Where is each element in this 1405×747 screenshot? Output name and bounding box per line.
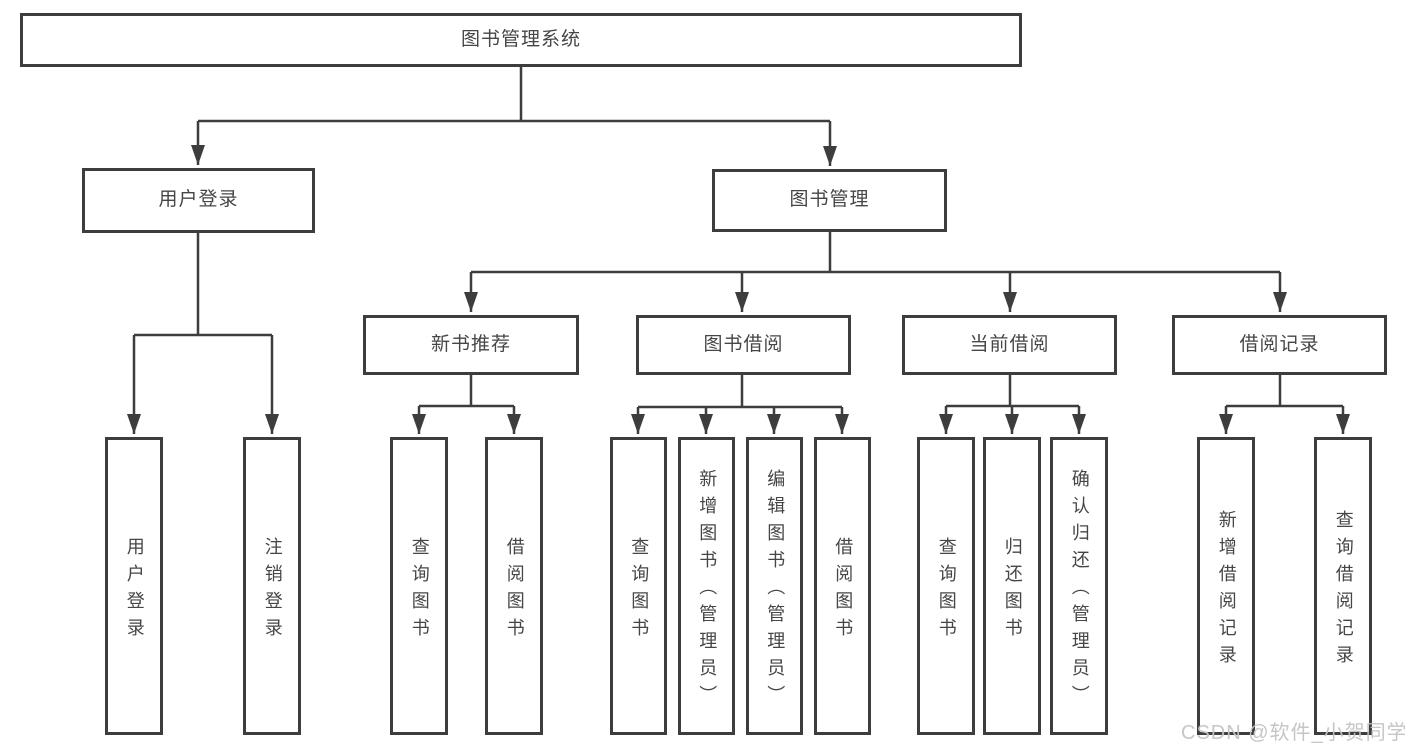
node-root: 图书管理系统	[20, 13, 1022, 67]
leaf-borrowing-query-books: 查询图书	[610, 437, 667, 735]
leaf-borrowing-edit-books-admin-label: 编辑图书（管理员）	[765, 469, 786, 712]
node-user-login-label: 用户登录	[158, 189, 239, 211]
leaf-user-login: 用户登录	[105, 437, 163, 735]
leaf-logout: 注销登录	[243, 437, 301, 735]
leaf-current-confirm-return-admin: 确认归还（管理员）	[1050, 437, 1108, 735]
leaf-borrowing-borrow-books: 借阅图书	[814, 437, 871, 735]
leaf-current-confirm-return-admin-label: 确认归还（管理员）	[1069, 469, 1090, 712]
leaf-current-query-books: 查询图书	[917, 437, 975, 735]
leaf-borrowing-query-books-label: 查询图书	[629, 536, 650, 645]
leaf-records-query-record: 查询借阅记录	[1314, 437, 1372, 735]
leaf-recommend-borrow-books: 借阅图书	[485, 437, 543, 735]
node-book-management-label: 图书管理	[789, 189, 870, 211]
node-new-book-recommend: 新书推荐	[363, 315, 579, 375]
node-book-borrowing-label: 图书借阅	[703, 333, 784, 355]
leaf-current-query-books-label: 查询图书	[936, 536, 957, 645]
node-current-borrowing-label: 当前借阅	[969, 333, 1050, 355]
leaf-records-add-record: 新增借阅记录	[1197, 437, 1255, 735]
leaf-borrowing-add-books-admin-label: 新增图书（管理员）	[697, 469, 718, 712]
leaf-borrowing-borrow-books-label: 借阅图书	[833, 536, 854, 645]
node-borrowing-records: 借阅记录	[1172, 315, 1387, 375]
node-root-label: 图书管理系统	[460, 28, 581, 50]
leaf-borrowing-edit-books-admin: 编辑图书（管理员）	[746, 437, 803, 735]
node-current-borrowing: 当前借阅	[902, 315, 1117, 375]
leaf-current-return-books: 归还图书	[983, 437, 1041, 735]
node-new-book-recommend-label: 新书推荐	[430, 333, 511, 355]
node-user-login: 用户登录	[82, 168, 315, 233]
watermark: CSDN @软件_小贺同学	[1181, 722, 1405, 744]
node-borrowing-records-label: 借阅记录	[1239, 333, 1320, 355]
leaf-recommend-query-books: 查询图书	[390, 437, 448, 735]
node-book-management: 图书管理	[712, 169, 947, 232]
leaf-recommend-query-books-label: 查询图书	[409, 536, 430, 645]
leaf-recommend-borrow-books-label: 借阅图书	[504, 536, 525, 645]
leaf-logout-label: 注销登录	[262, 536, 283, 645]
node-book-borrowing: 图书借阅	[636, 315, 851, 375]
leaf-current-return-books-label: 归还图书	[1002, 536, 1023, 645]
leaf-user-login-label: 用户登录	[124, 536, 145, 645]
leaf-records-add-record-label: 新增借阅记录	[1216, 509, 1237, 672]
leaf-records-query-record-label: 查询借阅记录	[1333, 509, 1354, 672]
leaf-borrowing-add-books-admin: 新增图书（管理员）	[678, 437, 735, 735]
